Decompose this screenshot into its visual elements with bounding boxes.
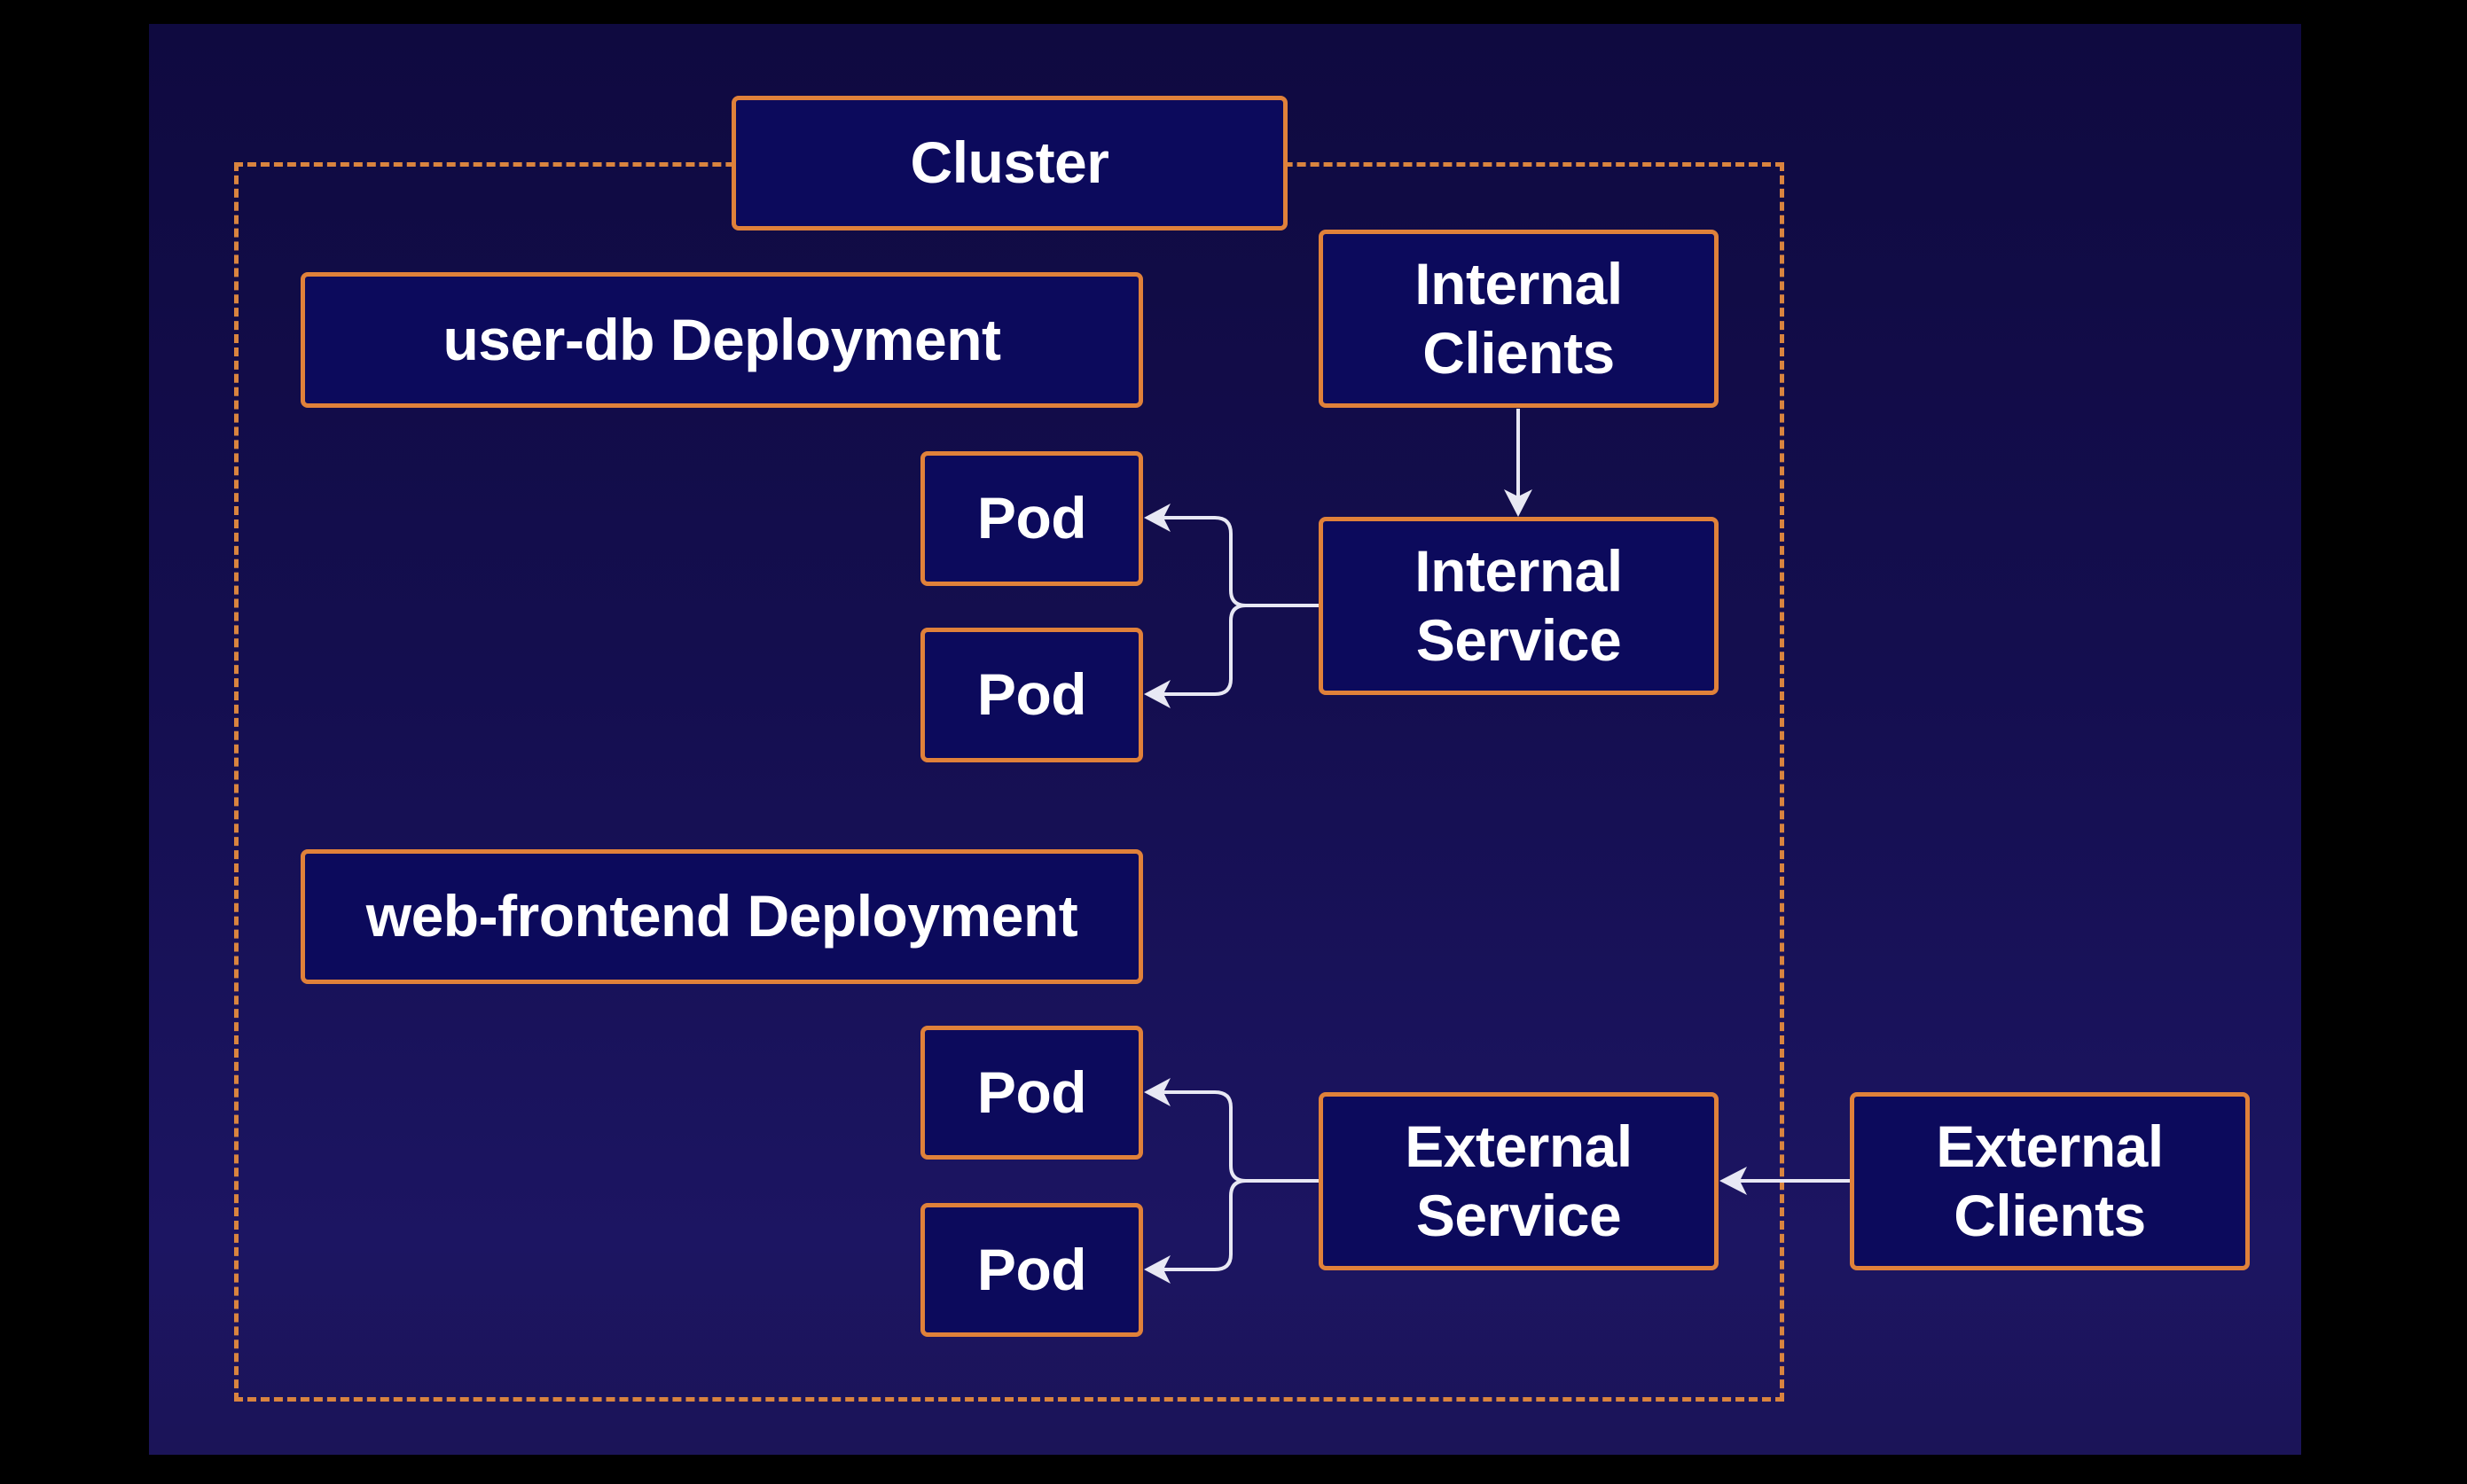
user-db-deployment-node[interactable]: user-db Deployment [301,272,1143,408]
cluster-label: Cluster [910,129,1109,196]
web-frontend-pod-1-node[interactable]: Pod [920,1026,1143,1160]
user-db-deployment-label: user-db Deployment [442,306,1001,372]
external-service-label-line2: Service [1415,1182,1622,1248]
internal-clients-label-line2: Clients [1422,319,1615,386]
external-clients-node[interactable]: External Clients [1850,1092,2250,1270]
web-frontend-pod-2-node[interactable]: Pod [920,1203,1143,1337]
internal-clients-node[interactable]: Internal Clients [1319,230,1719,408]
pod-label: Pod [976,1236,1087,1302]
pod-label: Pod [976,485,1087,551]
internal-service-node[interactable]: Internal Service [1319,517,1719,695]
internal-clients-label-line1: Internal [1414,250,1623,316]
web-frontend-deployment-label: web-frontend Deployment [365,883,1078,949]
internal-service-label-line1: Internal [1414,537,1623,604]
pod-label: Pod [976,661,1087,728]
external-service-node[interactable]: External Service [1319,1092,1719,1270]
pod-label: Pod [976,1058,1087,1125]
external-service-label-line1: External [1405,1113,1633,1179]
external-clients-label-line2: Clients [1954,1182,2146,1248]
internal-service-label-line2: Service [1415,606,1622,673]
cluster-node[interactable]: Cluster [732,96,1288,230]
user-db-pod-2-node[interactable]: Pod [920,628,1143,762]
user-db-pod-1-node[interactable]: Pod [920,451,1143,586]
web-frontend-deployment-node[interactable]: web-frontend Deployment [301,849,1143,984]
external-clients-label-line1: External [1936,1113,2164,1179]
